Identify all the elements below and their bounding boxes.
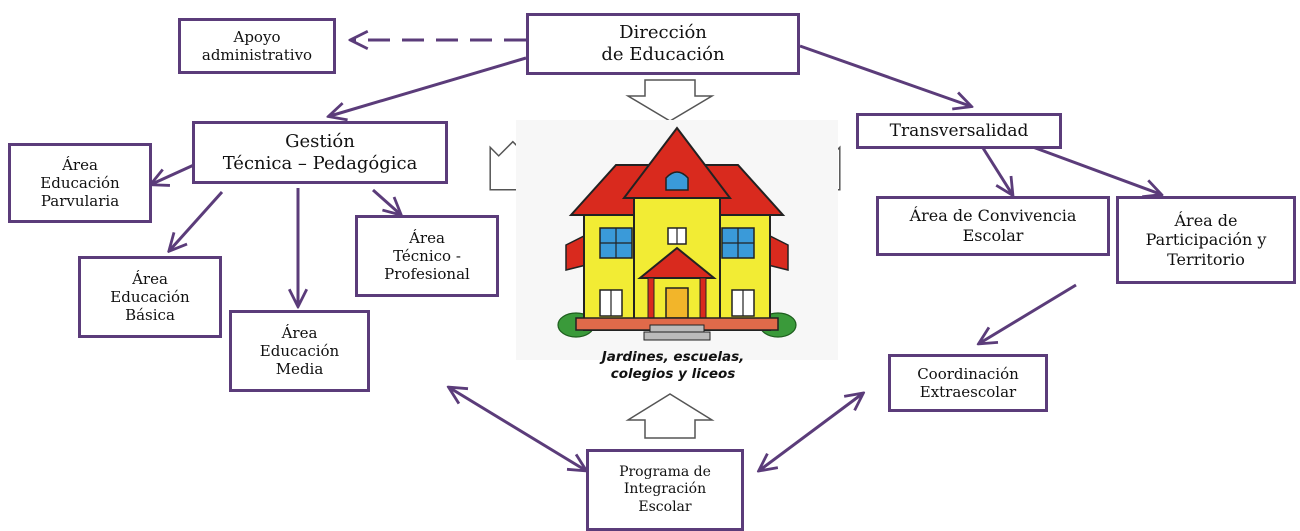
arrow-transversalidad-convivencia xyxy=(981,147,1012,194)
arrow-transversalidad-participacion xyxy=(1029,144,1160,194)
arrow-gestion-basica xyxy=(170,190,224,250)
node-parvularia-label: Área Educación Parvularia xyxy=(40,155,120,211)
school-building-icon xyxy=(557,126,797,341)
node-participacion-label: Área de Participación y Territorio xyxy=(1145,210,1267,269)
arrow-extraescolar-integracion xyxy=(760,394,862,470)
arrow-school-integracion xyxy=(450,388,585,470)
node-direccion-label: Dirección de Educación xyxy=(601,22,725,65)
node-participacion: Área de Participación y Territorio xyxy=(1116,196,1296,284)
arrow-direccion-gestion xyxy=(330,56,527,116)
node-transversalidad-label: Transversalidad xyxy=(889,120,1029,141)
arrow-participacion-extraescolar xyxy=(980,283,1077,343)
node-direccion: Dirección de Educación xyxy=(526,13,800,75)
node-parvularia: Área Educación Parvularia xyxy=(8,143,152,223)
node-integracion: Programa de Integración Escolar xyxy=(586,449,744,531)
node-apoyo: Apoyo administrativo xyxy=(178,18,336,74)
node-convivencia-label: Área de Convivencia Escolar xyxy=(909,206,1077,245)
node-gestion-label: Gestión Técnica – Pedagógica xyxy=(222,130,418,174)
node-transversalidad: Transversalidad xyxy=(856,113,1062,149)
node-extraescolar: Coordinación Extraescolar xyxy=(888,354,1048,412)
node-tecnico: Área Técnico - Profesional xyxy=(355,215,499,297)
node-apoyo-label: Apoyo administrativo xyxy=(201,27,313,64)
node-gestion: Gestión Técnica – Pedagógica xyxy=(192,121,448,184)
arrow-gestion-tecnico xyxy=(372,188,400,214)
school-image-panel xyxy=(516,120,838,360)
arrow-gestion-parvularia xyxy=(152,162,197,184)
arrow-direccion-transversalidad xyxy=(799,44,970,106)
school-caption: Jardines, escuelas, colegios y liceos xyxy=(601,349,745,383)
node-integracion-label: Programa de Integración Escolar xyxy=(619,464,711,515)
node-basica: Área Educación Básica xyxy=(78,256,222,338)
node-convivencia: Área de Convivencia Escolar xyxy=(876,196,1110,256)
node-basica-label: Área Educación Básica xyxy=(110,269,190,325)
node-media: Área Educación Media xyxy=(229,310,370,392)
node-extraescolar-label: Coordinación Extraescolar xyxy=(917,364,1019,401)
node-tecnico-label: Área Técnico - Profesional xyxy=(384,228,470,284)
hollow-arrow-up xyxy=(625,393,715,439)
node-media-label: Área Educación Media xyxy=(259,323,340,379)
hollow-arrow-down xyxy=(625,79,715,122)
